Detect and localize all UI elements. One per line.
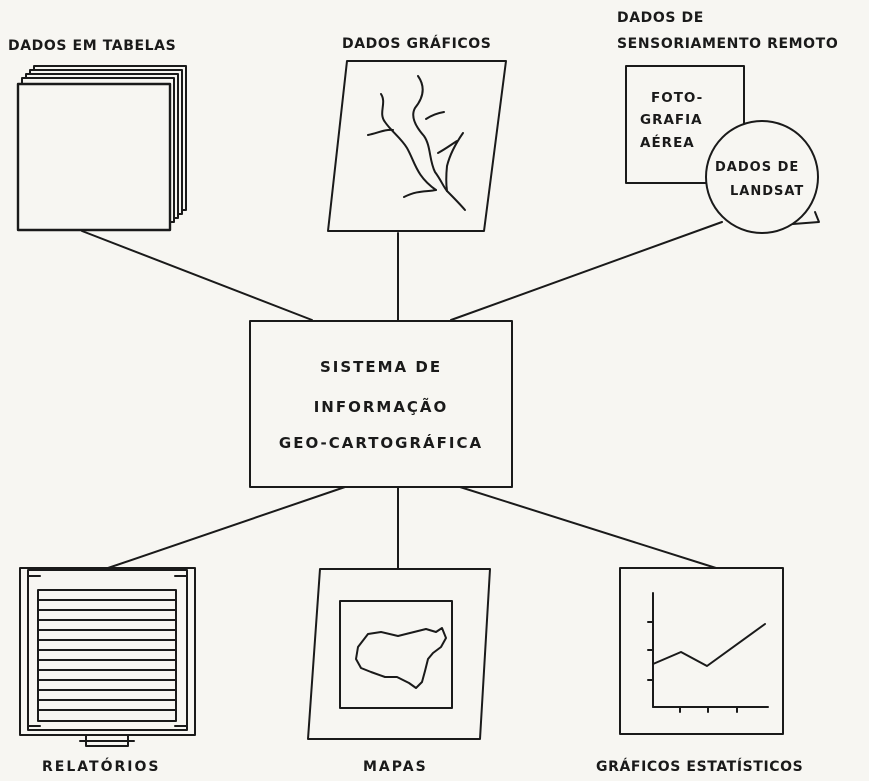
- landsat-data-icon: [705, 120, 820, 234]
- label-landsat-line2: LANDSAT: [730, 184, 805, 199]
- label-aerial-photo-line1: FOTO-: [651, 90, 704, 106]
- label-remote-sensing-line2: SENSORIAMENTO REMOTO: [617, 36, 839, 52]
- label-stat-graphics: GRÁFICOS ESTATÍSTICOS: [596, 759, 804, 775]
- label-maps: MAPAS: [363, 759, 428, 775]
- connector-reports: [107, 486, 346, 569]
- label-graphics: DADOS GRÁFICOS: [342, 36, 492, 52]
- label-aerial-photo-line2: GRAFIA: [640, 112, 703, 128]
- stat-graph-series-line: [652, 623, 766, 667]
- reports-printout-icon: [19, 567, 196, 747]
- connector-stat-graphics: [459, 486, 717, 569]
- connector-tables: [81, 230, 313, 321]
- tables-stack-icon: [16, 65, 187, 232]
- usa-map-outline: [355, 627, 447, 689]
- connector-remote-sensing: [450, 221, 723, 321]
- label-remote-sensing-line1: DADOS DE: [617, 10, 704, 26]
- label-reports: RELATÓRIOS: [42, 759, 161, 775]
- label-landsat-line1: DADOS DE: [715, 160, 800, 175]
- center-title-line3: GEO-CARTOGRÁFICA: [278, 434, 484, 452]
- center-title-line2: INFORMAÇÃO: [313, 398, 449, 416]
- stat-graph-sheet-icon: [619, 567, 784, 735]
- center-system-box: [249, 320, 513, 488]
- label-tables: DADOS EM TABELAS: [8, 38, 177, 54]
- graphic-data-sheet-icon: [327, 60, 507, 232]
- map-sheet-icon: [307, 568, 491, 740]
- center-title-line1: SISTEMA DE: [319, 358, 443, 376]
- label-aerial-photo-line3: AÉREA: [640, 135, 695, 151]
